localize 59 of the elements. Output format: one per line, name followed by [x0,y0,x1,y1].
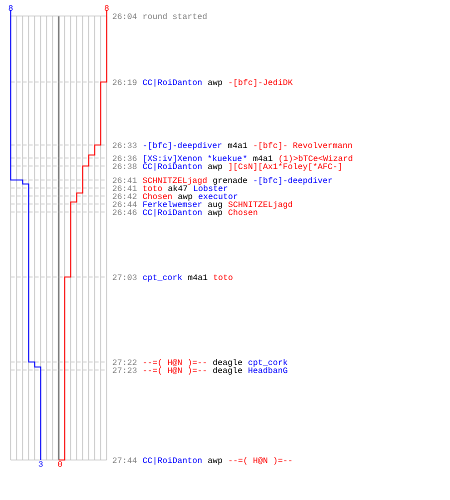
player-name: -[bfc]- Revolvermann [254,142,352,150]
timestamp: 26:38 [112,163,137,170]
timestamp: 26:33 [112,142,137,148]
weapon-name: awp [208,210,222,217]
timestamp: 26:04 [112,13,137,20]
player-name: -[bfc]-JediDK [229,78,293,87]
weapon-name: m4a1 [228,142,248,148]
player-name: ][CsN][Ax1*Foley[*AFC-] [229,163,341,171]
timestamp: 26:42 [112,193,136,200]
player-name: [XS:iv]Xenon *kuekue [144,155,242,163]
player-name: CC|RoiDanton [142,78,202,87]
player-name: --=( H@N )=-- [144,359,206,367]
timestamp: 26:41 [112,185,137,192]
weapon-name: m4a1 [188,274,208,280]
timestamp: 27:22 [112,359,136,365]
player-name: CC|RoiDanton [142,163,202,171]
weapon-name: grenade [213,177,247,185]
weapon-name: deagle [213,367,242,375]
player-name: toto [214,274,232,280]
weapon-name: awp [208,458,222,465]
player-name: --=( H@N )=-- [144,367,206,375]
player-name: cpt_cork [143,274,182,282]
timestamp: 27:03 [112,274,137,280]
status-text: round started [144,12,207,20]
weapon-name: awp [208,164,222,171]
timestamp: 26:44 [112,201,137,208]
player-name: SCHNITZELjagd [142,177,207,185]
count-label: 8 [104,5,109,11]
weapon-name: ak47 [168,185,188,192]
player-name: cpt_cork [248,359,288,367]
player-name: (1)>bTCe<Wizard [280,155,352,163]
timestamp: 26:36 [112,155,137,162]
timestamp: 26:41 [112,177,137,184]
player-name: * [244,155,246,158]
player-name: toto [143,185,162,192]
player-name: --=( H@N )=-- [229,457,292,465]
player-name: executor [198,193,238,200]
weapon-name: deagle [213,359,242,367]
weapon-name: m4a1 [253,156,272,162]
count-label: 0 [58,461,62,467]
timestamp: 26:46 [112,209,137,216]
player-name: Chosen [142,193,172,200]
count-label: 3 [38,461,43,467]
player-name: CC|RoiDanton [142,209,202,217]
count-label: 8 [8,5,13,11]
player-name: CC|RoiDanton [142,457,202,465]
timestamp: 27:44 [112,457,137,463]
weapon-name: aug [208,202,222,209]
weapon-name: awp [208,80,222,87]
player-name: -[bfc]-deepdiver [144,142,222,150]
timestamp: 27:23 [112,367,137,374]
player-name: -[bfc]-deepdiver [254,177,332,185]
player-name: Lobster [194,185,228,192]
player-name: HeadbanG [248,367,288,374]
timestamp: 26:19 [112,79,137,86]
weapon-name: awp [178,194,192,201]
player-name: SCHNITZELjagd [228,201,292,209]
player-name: Ferkelwemser [143,201,202,208]
player-name: Chosen [228,209,258,216]
